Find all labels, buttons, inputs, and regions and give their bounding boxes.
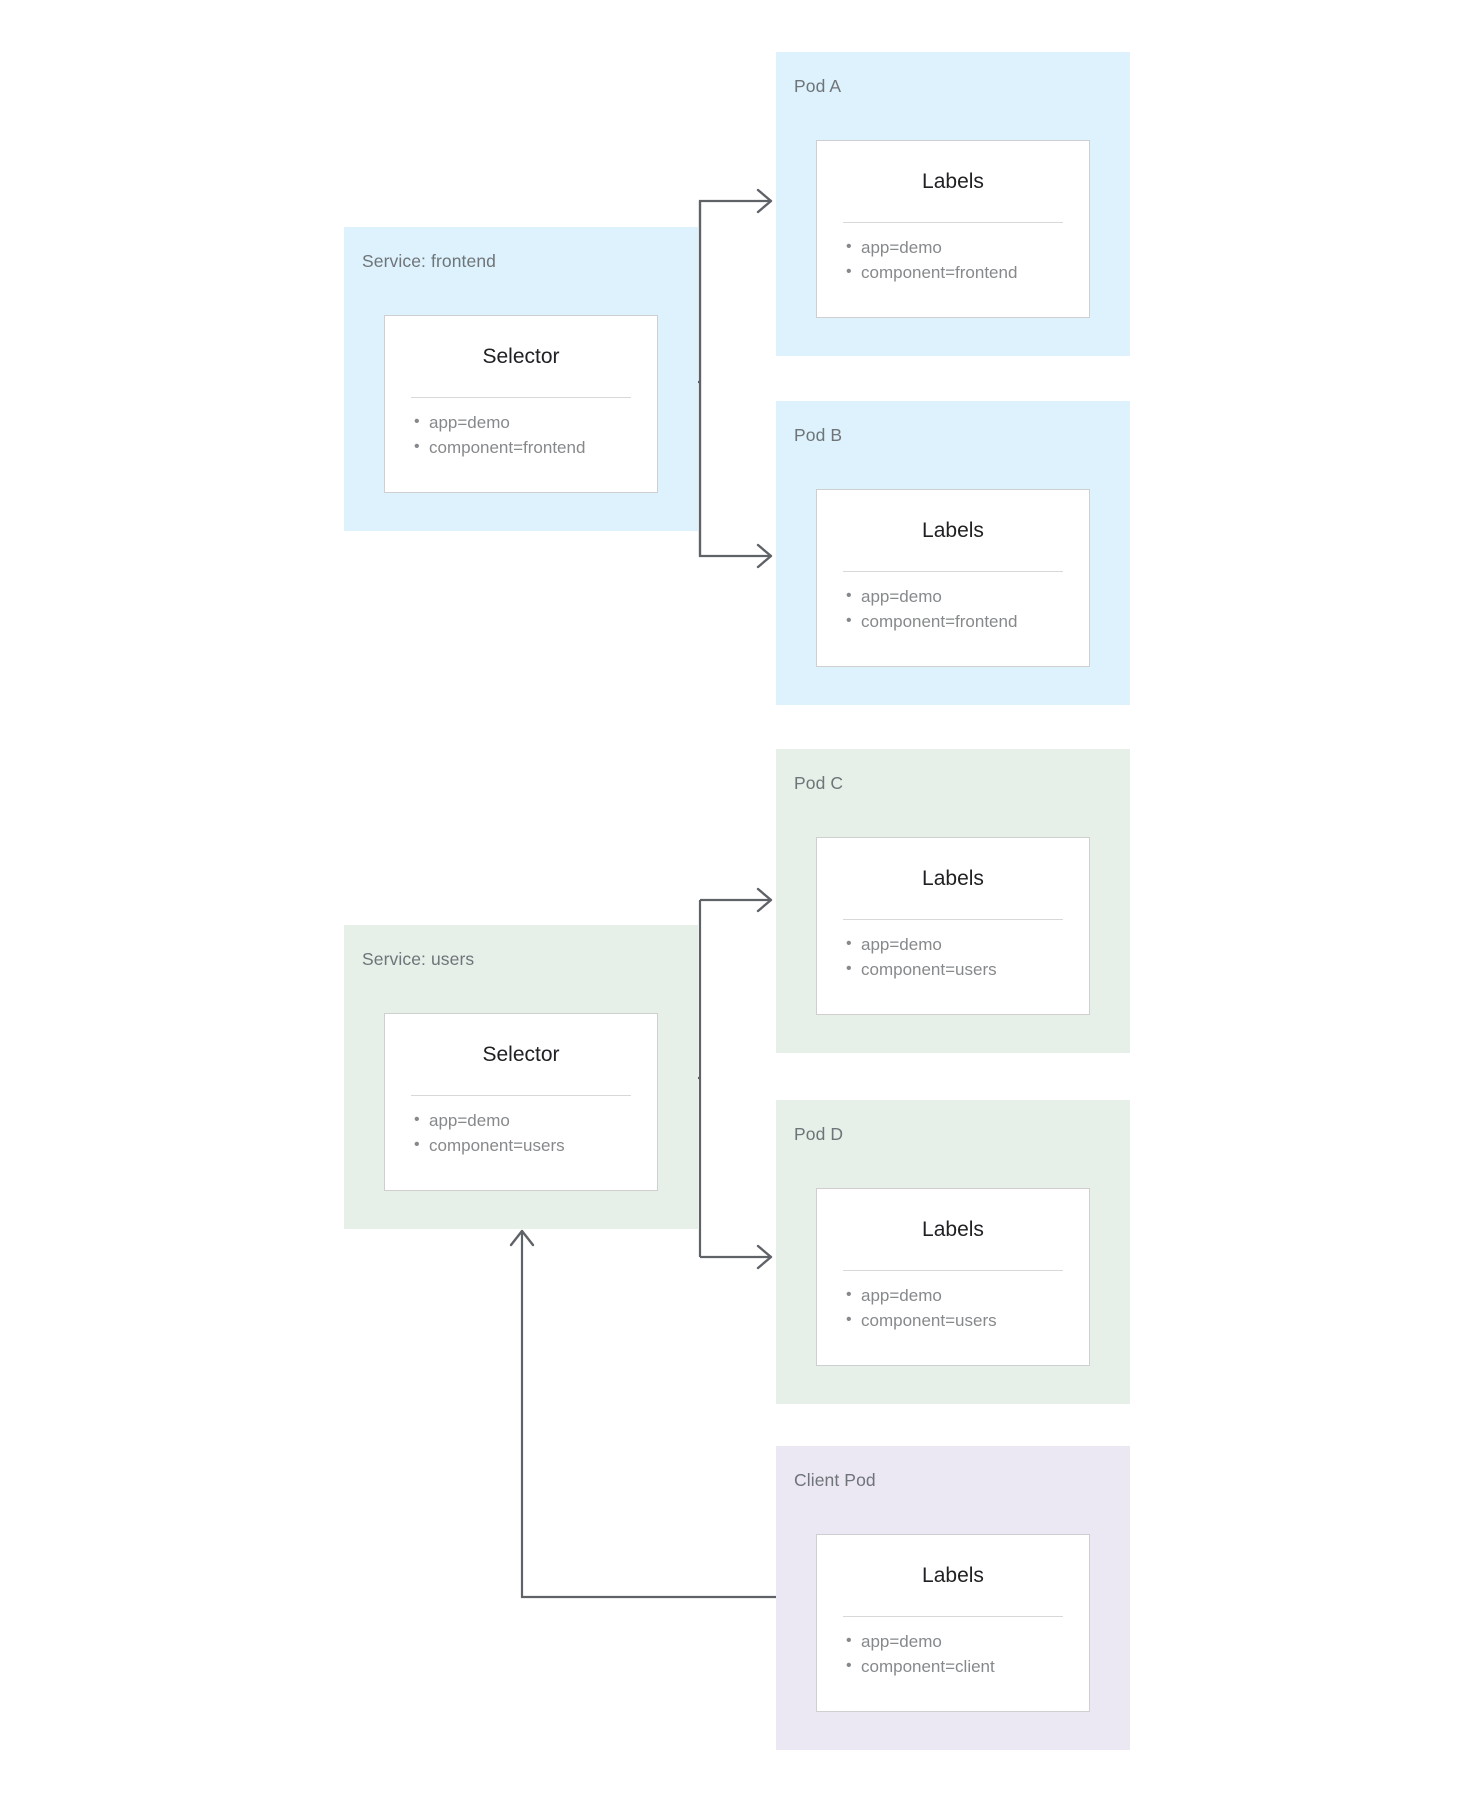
arrowhead-pod-d bbox=[756, 1244, 773, 1270]
pod-c-card-divider bbox=[843, 919, 1063, 921]
pod-a-card-title: Labels bbox=[922, 170, 984, 193]
pod-d-label-item: app=demo bbox=[846, 1282, 1089, 1308]
service-frontend-card-title: Selector bbox=[482, 345, 560, 368]
service-frontend-group[interactable]: Service: frontend Selector app=demo comp… bbox=[344, 227, 698, 531]
pod-c-label-item: app=demo bbox=[846, 931, 1089, 957]
pod-b-labels-card[interactable]: Labels app=demo component=frontend bbox=[816, 489, 1090, 667]
pod-b-card-divider bbox=[843, 571, 1063, 573]
pod-b-title: Pod B bbox=[794, 425, 843, 445]
pod-c-group[interactable]: Pod C Labels app=demo component=users bbox=[776, 749, 1130, 1053]
service-users-title: Service: users bbox=[362, 949, 475, 969]
service-frontend-selector-item: component=frontend bbox=[414, 434, 657, 460]
pod-a-card-divider bbox=[843, 222, 1063, 224]
client-pod-label-item: component=client bbox=[846, 1653, 1089, 1679]
arrowhead-pod-a bbox=[756, 188, 773, 214]
service-users-card-title: Selector bbox=[482, 1043, 560, 1066]
service-frontend-selector-list: app=demo component=frontend bbox=[385, 409, 657, 460]
service-frontend-selector-card[interactable]: Selector app=demo component=frontend bbox=[384, 315, 658, 493]
service-frontend-title: Service: frontend bbox=[362, 251, 496, 271]
service-frontend-selector-item: app=demo bbox=[414, 409, 657, 435]
service-users-group[interactable]: Service: users Selector app=demo compone… bbox=[344, 925, 698, 1229]
pod-c-label-list: app=demo component=users bbox=[817, 931, 1089, 982]
pod-d-title: Pod D bbox=[794, 1124, 844, 1144]
service-frontend-card-divider bbox=[411, 397, 631, 399]
connector-frontend-to-pod-b bbox=[698, 382, 770, 558]
pod-c-card-title: Labels bbox=[922, 867, 984, 890]
pod-a-labels-card[interactable]: Labels app=demo component=frontend bbox=[816, 140, 1090, 318]
pod-c-title: Pod C bbox=[794, 773, 844, 793]
connector-frontend-to-pods bbox=[697, 188, 773, 569]
service-users-selector-item: app=demo bbox=[414, 1107, 657, 1133]
pod-a-title: Pod A bbox=[794, 76, 842, 96]
client-pod-title: Client Pod bbox=[794, 1470, 876, 1490]
pod-b-card-title: Labels bbox=[922, 519, 984, 542]
pod-d-label-list: app=demo component=users bbox=[817, 1282, 1089, 1333]
pod-d-card-title: Labels bbox=[922, 1218, 984, 1241]
connector-users-to-pods bbox=[697, 887, 773, 1270]
service-users-card-divider bbox=[411, 1095, 631, 1097]
arrowhead-users-service bbox=[509, 1229, 535, 1247]
pod-b-label-item: component=frontend bbox=[846, 608, 1089, 634]
client-pod-label-list: app=demo component=client bbox=[817, 1628, 1089, 1679]
connector-client-to-users bbox=[509, 1229, 777, 1599]
pod-b-label-item: app=demo bbox=[846, 583, 1089, 609]
arrowhead-pod-b bbox=[756, 543, 773, 569]
service-users-selector-list: app=demo component=users bbox=[385, 1107, 657, 1158]
client-pod-labels-card[interactable]: Labels app=demo component=client bbox=[816, 1534, 1090, 1712]
pod-c-label-item: component=users bbox=[846, 956, 1089, 982]
pod-a-label-item: app=demo bbox=[846, 234, 1089, 260]
client-pod-card-divider bbox=[843, 1616, 1063, 1618]
pod-d-label-item: component=users bbox=[846, 1307, 1089, 1333]
service-users-selector-card[interactable]: Selector app=demo component=users bbox=[384, 1013, 658, 1191]
client-pod-card-title: Labels bbox=[922, 1564, 984, 1587]
connector-client-path bbox=[520, 1232, 777, 1599]
client-pod-group[interactable]: Client Pod Labels app=demo component=cli… bbox=[776, 1446, 1130, 1750]
connector-frontend-to-pod-a bbox=[698, 199, 770, 382]
pod-c-labels-card[interactable]: Labels app=demo component=users bbox=[816, 837, 1090, 1015]
service-users-selector-item: component=users bbox=[414, 1132, 657, 1158]
pod-d-group[interactable]: Pod D Labels app=demo component=users bbox=[776, 1100, 1130, 1404]
arrowhead-pod-c bbox=[756, 887, 773, 913]
pod-a-label-list: app=demo component=frontend bbox=[817, 234, 1089, 285]
pod-d-card-divider bbox=[843, 1270, 1063, 1272]
pod-a-group[interactable]: Pod A Labels app=demo component=frontend bbox=[776, 52, 1130, 356]
client-pod-label-item: app=demo bbox=[846, 1628, 1089, 1654]
pod-b-group[interactable]: Pod B Labels app=demo component=frontend bbox=[776, 401, 1130, 705]
pod-b-label-list: app=demo component=frontend bbox=[817, 583, 1089, 634]
pod-a-label-item: component=frontend bbox=[846, 259, 1089, 285]
pod-d-labels-card[interactable]: Labels app=demo component=users bbox=[816, 1188, 1090, 1366]
